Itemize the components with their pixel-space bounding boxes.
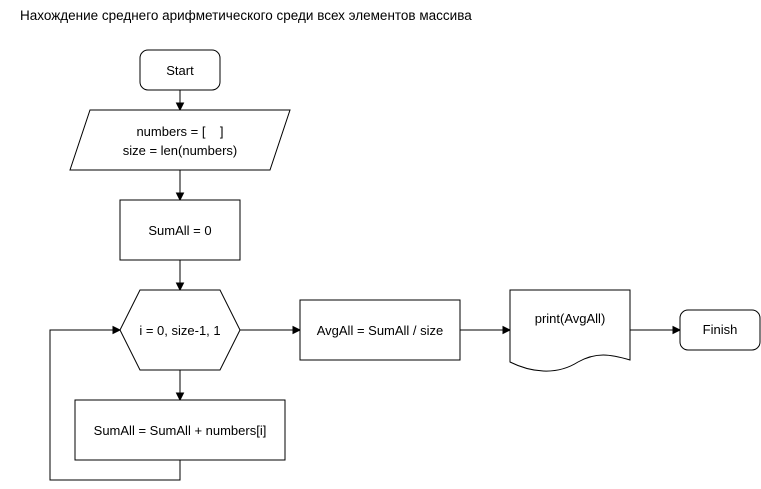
edge-loop-to-body [175,370,185,402]
body-label: SumAll = SumAll + numbers[i] [94,423,267,438]
edge-avg-to-print [460,325,512,335]
start-node: Start [139,49,221,91]
avg-label: AvgAll = SumAll / size [317,323,444,338]
print-node: print(AvgAll) [509,289,631,372]
loop-label: i = 0, size-1, 1 [139,323,220,338]
diagram-title: Нахождение среднего арифметического сред… [20,8,472,23]
edge-input-to-init [175,170,185,202]
edge-body-back-to-loop [49,325,181,481]
edge-init-to-loop [175,260,185,292]
input-node: numbers = [ ] size = len(numbers) [69,109,291,171]
edge-loop-to-avg [240,325,302,335]
init-label: SumAll = 0 [148,223,211,238]
body-node: SumAll = SumAll + numbers[i] [74,399,286,461]
loop-node: i = 0, size-1, 1 [119,289,241,371]
start-label: Start [166,63,194,78]
avg-node: AvgAll = SumAll / size [299,299,461,361]
edge-start-to-input [175,90,185,112]
input-label-line1: numbers = [ ] [136,124,223,139]
finish-label: Finish [703,322,738,337]
edge-print-to-finish [630,325,682,335]
print-label: print(AvgAll) [535,311,606,326]
finish-node: Finish [679,309,761,351]
init-node: SumAll = 0 [119,199,241,261]
input-label-line2: size = len(numbers) [123,143,238,158]
